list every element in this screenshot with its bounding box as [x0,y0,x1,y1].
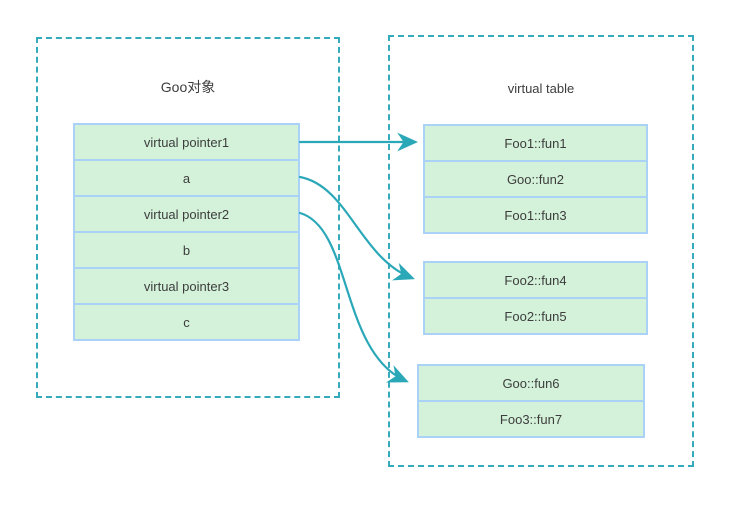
cell-foo3-fun7: Foo3::fun7 [417,400,645,438]
cell-foo1-fun3: Foo1::fun3 [423,196,648,234]
virtual-table-title: virtual table [507,81,575,96]
cell-foo2-fun4: Foo2::fun4 [423,261,648,299]
vtable-group-1: Foo1::fun1 Goo::fun2 Foo1::fun3 [423,124,648,234]
cell-member-a: a [73,159,300,197]
vtable-group-2: Foo2::fun4 Foo2::fun5 [423,261,648,335]
cell-goo-fun6: Goo::fun6 [417,364,645,402]
cell-foo2-fun5: Foo2::fun5 [423,297,648,335]
cell-goo-fun2: Goo::fun2 [423,160,648,198]
cell-member-b: b [73,231,300,269]
cell-foo1-fun1: Foo1::fun1 [423,124,648,162]
vtable-group-3: Goo::fun6 Foo3::fun7 [417,364,645,438]
goo-object-memory-stack: virtual pointer1 a virtual pointer2 b vi… [73,123,300,341]
cell-virtual-pointer3: virtual pointer3 [73,267,300,305]
cell-member-c: c [73,303,300,341]
cell-virtual-pointer1: virtual pointer1 [73,123,300,161]
cell-virtual-pointer2: virtual pointer2 [73,195,300,233]
goo-object-title: Goo对象 [160,79,216,95]
